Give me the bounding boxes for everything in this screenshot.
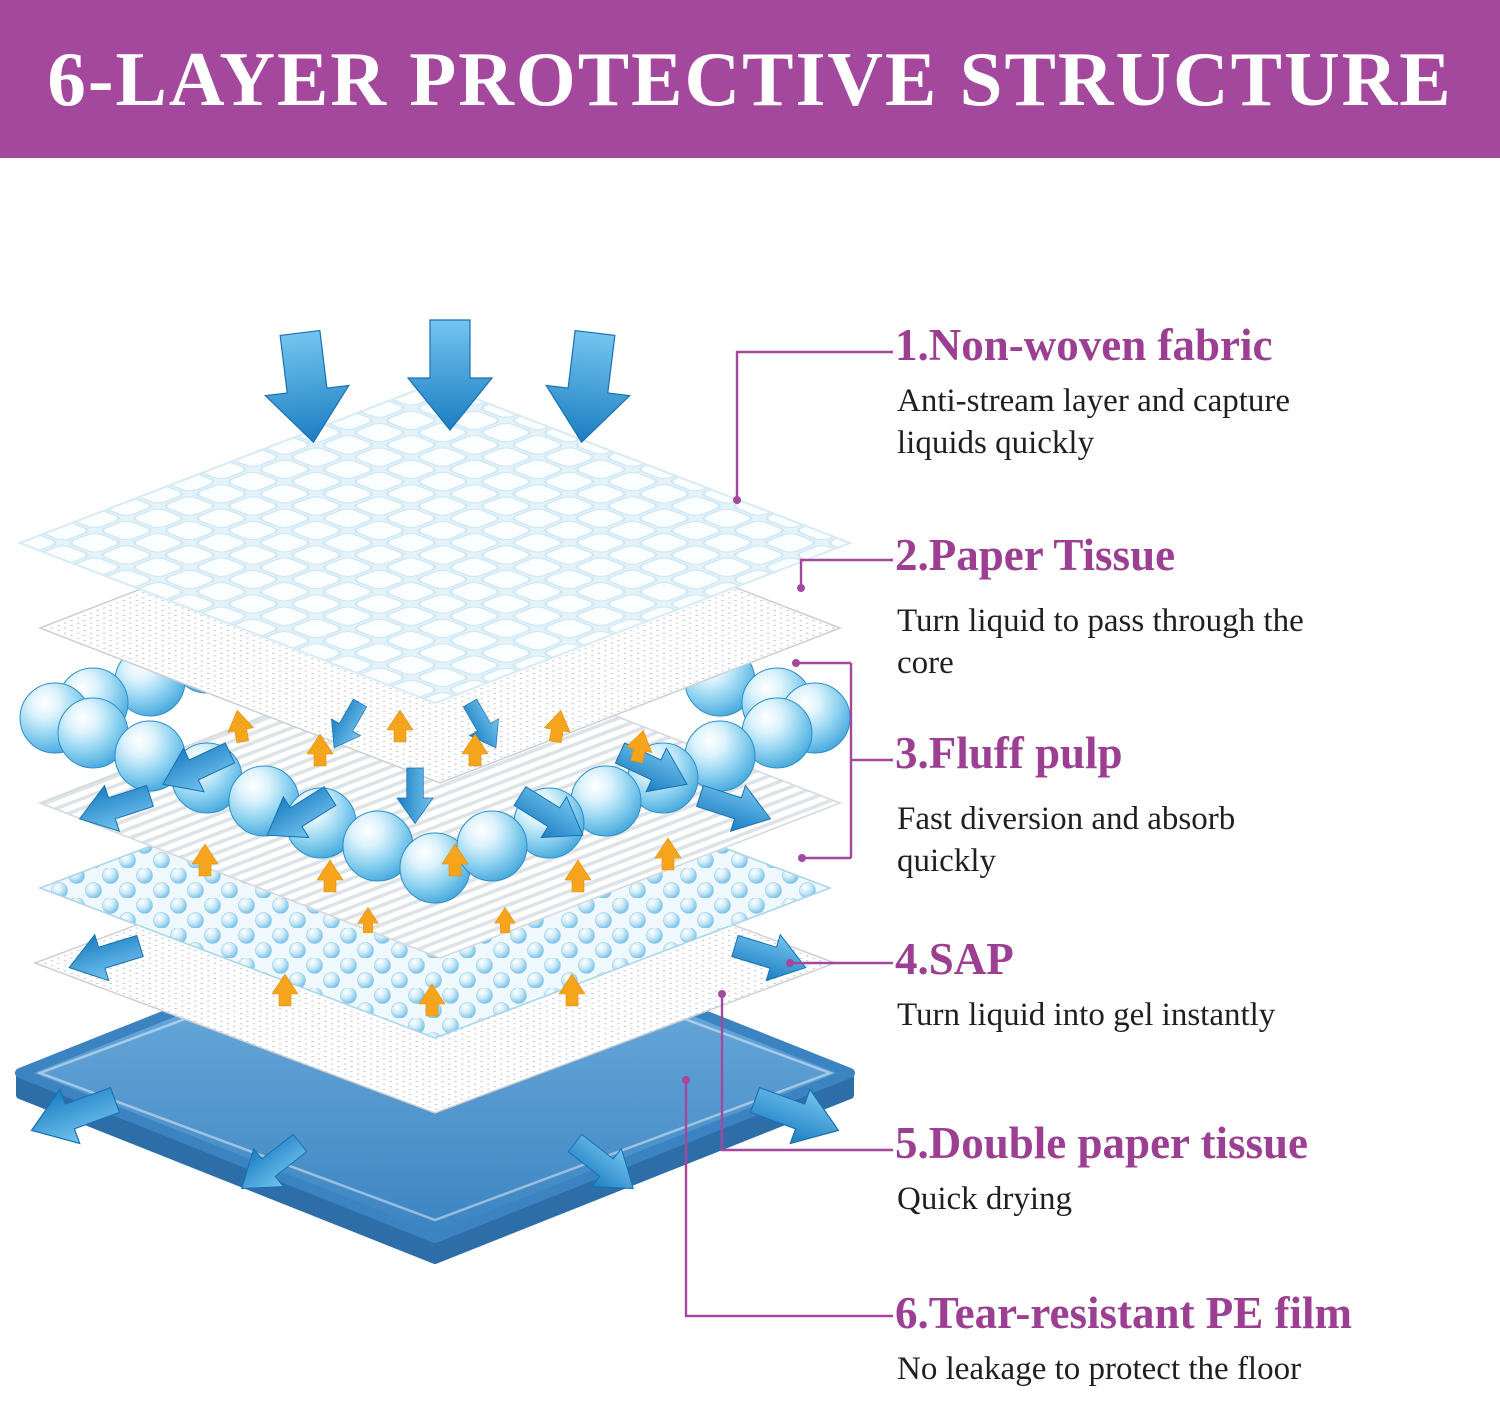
label-description: Turn liquid into gel instantly (897, 997, 1276, 1034)
label-description: No leakage to protect the floor (897, 1351, 1302, 1388)
label-paper-tissue: 2.Paper Tissue Turn liquid to pass throu… (895, 530, 1342, 684)
nonwoven-fabric-layer (17, 381, 853, 705)
label-pe-film: 6.Tear-resistant PE film No leakage to p… (895, 1288, 1353, 1391)
label-heading: 6.Tear-resistant PE film (895, 1288, 1353, 1338)
label-description: Anti-stream layer and capture liquids qu… (897, 383, 1291, 461)
page-title: 6-LAYER PROTECTIVE STRUCTURE (47, 35, 1453, 122)
label-heading: 4.SAP (895, 934, 1014, 984)
label-description: Fast diversion and absorb quickly (897, 801, 1236, 879)
title-banner: 6-LAYER PROTECTIVE STRUCTURE (0, 0, 1500, 158)
label-description: Quick drying (897, 1181, 1073, 1218)
label-description: Turn liquid to pass through the core (897, 603, 1304, 681)
label-heading: 1.Non-woven fabric (895, 320, 1273, 370)
label-fluff-pulp: 3.Fluff pulp Fast diversion and absorb q… (895, 728, 1327, 882)
pad-layers-illustration (15, 319, 855, 1264)
label-heading: 5.Double paper tissue (895, 1118, 1308, 1168)
label-double-paper-tissue: 5.Double paper tissue Quick drying (895, 1118, 1308, 1221)
label-heading: 2.Paper Tissue (895, 530, 1176, 580)
label-heading: 3.Fluff pulp (895, 728, 1123, 778)
label-sap: 4.SAP Turn liquid into gel instantly (895, 934, 1276, 1037)
label-nonwoven-fabric: 1.Non-woven fabric Anti-stream layer and… (895, 320, 1377, 464)
